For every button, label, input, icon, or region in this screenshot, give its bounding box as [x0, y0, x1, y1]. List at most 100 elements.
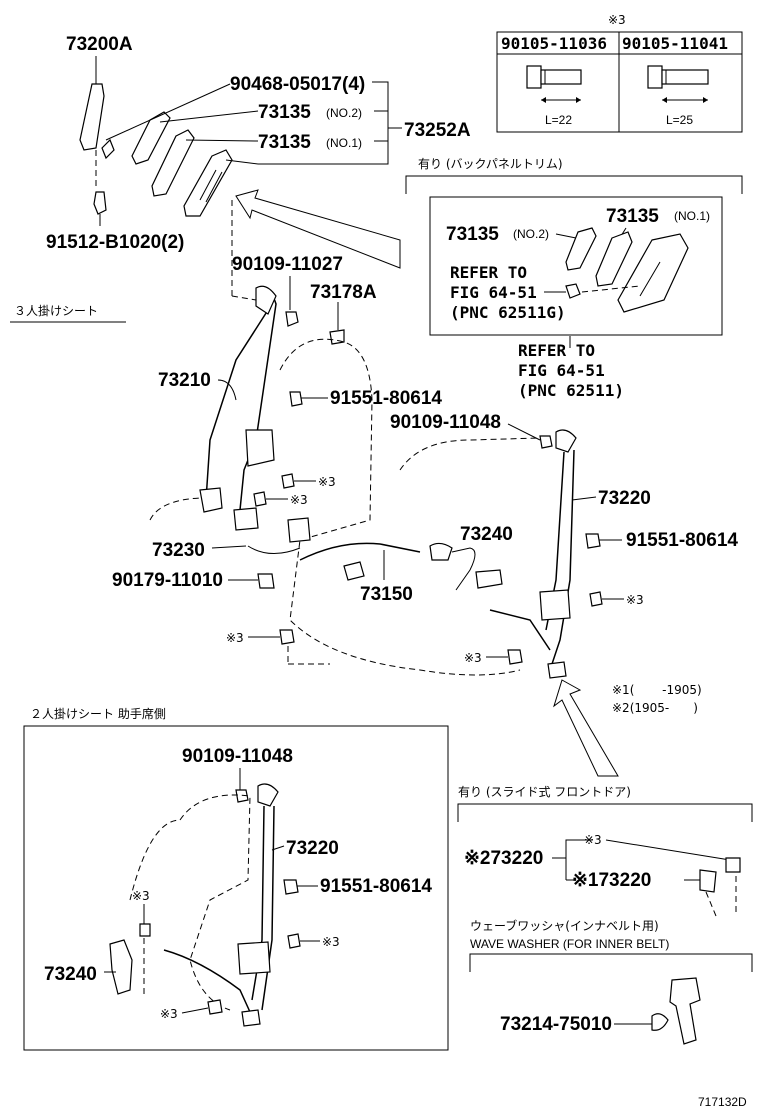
footnote-2: ※2(1905- ) — [612, 701, 698, 715]
bolt-icon — [93, 191, 107, 215]
mark-x3-d: ※3 — [226, 631, 244, 645]
part-73150: 73150 — [360, 584, 413, 605]
anchor-icon — [343, 561, 365, 581]
anchor-icon — [555, 429, 577, 453]
anchor-icon — [241, 1009, 261, 1027]
part-73210: 73210 — [158, 370, 211, 391]
footnote-1: ※1( -1905) — [612, 683, 702, 697]
part-90468-05017: 90468-05017(4) — [230, 74, 365, 95]
refer-line3: (PNC 62511) — [518, 381, 624, 400]
inset-note-no2: (NO.2) — [513, 227, 549, 241]
bolt-icon — [287, 933, 301, 949]
washer-icon — [651, 1013, 669, 1031]
part-73200A: 73200A — [66, 34, 133, 55]
part-73240-a: 73240 — [460, 524, 513, 545]
part-91551-80614-c: 91551-80614 — [320, 876, 432, 897]
part-73214-75010: 73214-75010 — [500, 1014, 612, 1035]
belt-73150 — [299, 542, 421, 561]
inset-refer-line3: (PNC 62511G) — [450, 303, 566, 322]
seat-outline — [129, 819, 181, 901]
part-73220-a: 73220 — [598, 488, 651, 509]
anchor-icon — [199, 487, 223, 513]
refer-line2: FIG 64-51 — [518, 361, 605, 380]
bolt-icon — [289, 391, 303, 407]
bolt-icon — [139, 923, 151, 937]
nut-icon — [257, 573, 275, 589]
part-73178A: 73178A — [310, 282, 377, 303]
buckle-icon — [669, 977, 701, 1045]
mark-x3-h: ※3 — [322, 935, 340, 949]
mark-x3-a: ※3 — [318, 475, 336, 489]
anchor-icon — [255, 285, 277, 315]
wave-washer-jp: ウェーブワッシャ(インナベルト用) — [470, 918, 659, 933]
part-90179-11010: 90179-11010 — [112, 570, 223, 591]
part-91551-80614-a: 91551-80614 — [330, 388, 442, 409]
inset-refer-line1: REFER TO — [450, 263, 527, 282]
inset-part-73135-no1: 73135 — [606, 206, 659, 227]
inset-refer-line2: FIG 64-51 — [450, 283, 537, 302]
bolt-icon — [285, 311, 299, 327]
seat-outline — [279, 338, 521, 676]
direction-arrow — [553, 679, 619, 777]
buckle-icon — [287, 517, 311, 543]
wave-washer-en: WAVE WASHER (FOR INNER BELT) — [470, 937, 669, 951]
part-73252A: 73252A — [404, 120, 471, 141]
belt-73210 — [205, 309, 269, 501]
seat-outline — [179, 794, 251, 1011]
part-91551-80614-b: 91551-80614 — [626, 530, 738, 551]
bolt-icon — [585, 533, 601, 549]
bolt-icon — [235, 789, 249, 803]
part-90109-11048-b: 90109-11048 — [182, 746, 293, 767]
retractor-icon — [245, 429, 275, 467]
slide-door-title: 有り (スライド式 フロントドア) — [458, 785, 631, 799]
inset-note-no1: (NO.1) — [674, 209, 710, 223]
two-seat-title: ２人掛けシート 助手席側 — [30, 706, 166, 721]
table-col1-header: 90105-11036 — [501, 34, 607, 53]
slide-door-inset: 有り (スライド式 フロントドア) ※273220 ※3 ※173220 ウェー… — [457, 785, 753, 1045]
table-col2-header: 90105-11041 — [622, 34, 728, 53]
table-length2: L=25 — [666, 113, 693, 127]
bolt-icon — [725, 857, 741, 873]
bolt-icon — [526, 65, 582, 103]
part-73220-x1: ※173220 — [572, 870, 651, 891]
clip-icon — [101, 138, 115, 160]
note-no1: (NO.1) — [326, 136, 362, 150]
bolt-icon — [207, 999, 223, 1015]
mark-x3-j: ※3 — [584, 833, 602, 847]
trim-no1-icon — [151, 129, 195, 197]
mark-x3-c: ※3 — [626, 593, 644, 607]
retractor-icon — [237, 941, 271, 975]
three-seat-title: ３人掛けシート — [14, 303, 98, 318]
bracket-icon — [79, 83, 105, 151]
belt-73220 — [489, 609, 551, 651]
bolt-icon — [647, 65, 709, 103]
retractor-icon — [539, 589, 571, 621]
buckle-icon — [475, 569, 503, 589]
illustration-number: 717132D — [698, 1095, 747, 1109]
part-73220-b: 73220 — [286, 838, 339, 859]
part-73220-x2: ※273220 — [464, 848, 543, 869]
inset-part-73135-no2: 73135 — [446, 224, 499, 245]
belt-73220-b — [261, 805, 275, 1011]
bolt-icon — [279, 629, 295, 645]
three-seat-assembly: ３人掛けシート 90109-11027 73178A 73210 91551-8… — [10, 200, 738, 777]
bolt-icon — [283, 879, 299, 895]
buckle-icon — [429, 542, 453, 561]
part-91512-B1020: 91512-B1020(2) — [46, 232, 184, 253]
mark-x3-b: ※3 — [290, 493, 308, 507]
part-73230: 73230 — [152, 540, 205, 561]
table-mark: ※3 — [608, 13, 626, 27]
upper-trim-group: 73200A 90468-05017(4) 73135 (NO.2) 73135… — [46, 34, 471, 269]
mark-x3-g: ※3 — [132, 889, 150, 903]
inset-trim-no1-icon — [595, 231, 633, 287]
seat-outline — [399, 437, 541, 471]
anchor-icon — [699, 869, 717, 893]
note-no2: (NO.2) — [326, 106, 362, 120]
inset-trim-no2-icon — [565, 227, 597, 271]
direction-arrow — [235, 189, 401, 269]
belt-73220-b — [251, 805, 265, 1001]
belt-73220-b — [163, 949, 251, 1013]
part-73135-no2: 73135 — [258, 102, 311, 123]
trim-cover-icon — [183, 149, 233, 217]
back-panel-inset: 有り (バックパネルトリム) 73135 (NO.2) 73135 (NO.1)… — [405, 157, 743, 400]
